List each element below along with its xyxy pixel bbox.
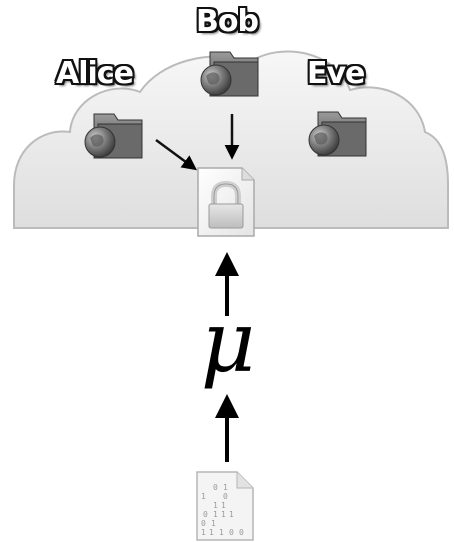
binary-digit: 1 (229, 510, 234, 519)
binary-digit: 0 (201, 519, 206, 528)
binary-digit: 1 (201, 528, 206, 537)
binary-digit: 1 (223, 483, 228, 492)
binary-digit: 0 (229, 528, 234, 537)
binary-digit: 1 (213, 510, 218, 519)
binary-digit: 0 (203, 510, 208, 519)
binary-digit: 0 (213, 483, 218, 492)
arrow-alice-to-document (155, 138, 198, 171)
binary-digit: 1 (221, 510, 226, 519)
mu-symbol: μ (200, 293, 256, 391)
locked-document-icon (197, 167, 255, 237)
binary-digit: 0 (239, 528, 244, 537)
bob-folder-icon (200, 51, 259, 97)
binary-digit: 1 (221, 501, 226, 510)
binary-digit: 0 (223, 492, 228, 501)
eve-folder-icon (308, 111, 367, 157)
alice-label: Alice (56, 56, 134, 91)
binary-digit: 1 (211, 519, 216, 528)
binary-digit: 1 (219, 528, 224, 537)
alice-folder-icon (84, 113, 143, 159)
binary-digit: 1 (201, 492, 206, 501)
binary-digit: 1 (209, 528, 214, 537)
eve-label: Eve (307, 56, 365, 91)
bob-label: Bob (196, 4, 259, 39)
binary-digit: 1 (213, 501, 218, 510)
